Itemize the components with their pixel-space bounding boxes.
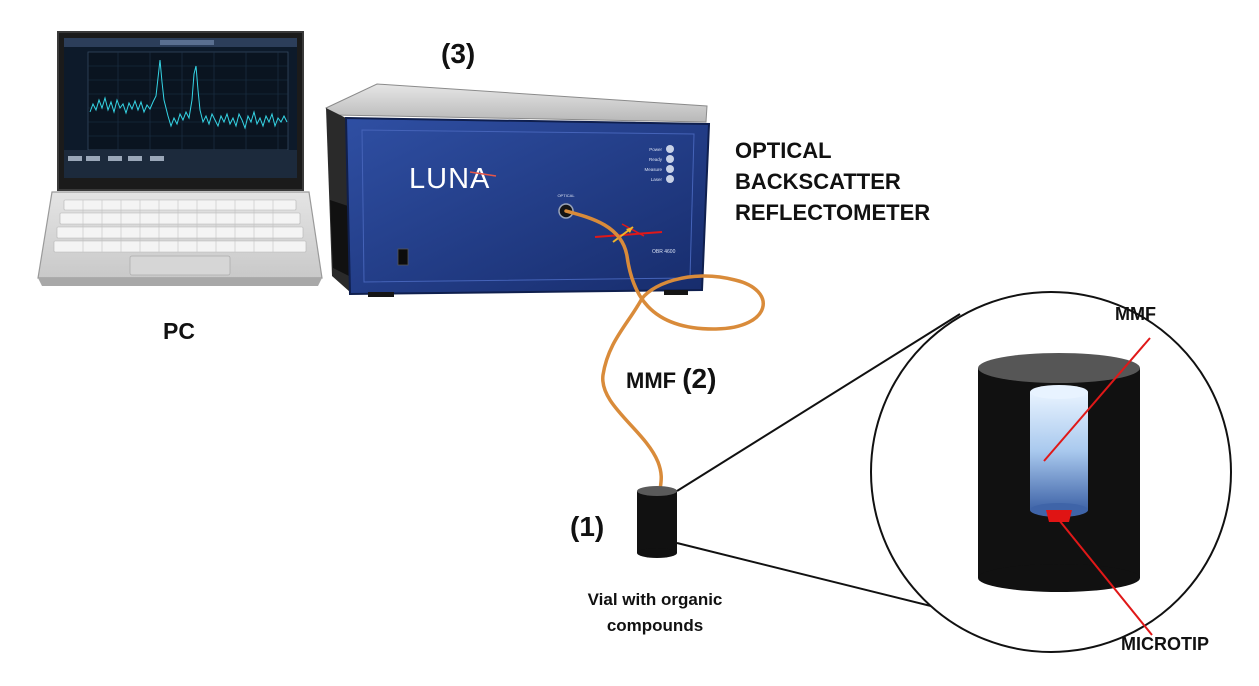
- vial-caption-line2: compounds: [606, 616, 704, 635]
- status-leds: Power Ready Measure Laser: [644, 145, 674, 183]
- zoom-fiber-core: [1030, 392, 1088, 510]
- vial: [637, 486, 677, 558]
- obr-title: OPTICAL BACKSCATTER REFLECTOMETER: [735, 135, 930, 228]
- power-switch: [397, 248, 409, 266]
- pc-label: PC: [163, 318, 195, 344]
- svg-text:Laser: Laser: [651, 177, 663, 182]
- vial-caption-line1: Vial with organic: [587, 590, 723, 609]
- zoom-detail: [870, 291, 1232, 653]
- zoom-line-bottom: [676, 542, 956, 613]
- vial-number-label: (1): [570, 511, 605, 542]
- obr-brand: LUNA: [409, 163, 490, 195]
- microtip-pointer: [1058, 519, 1153, 636]
- obr-title-line3: REFLECTOMETER: [735, 200, 931, 225]
- screen-trace: [89, 59, 288, 130]
- zoom-line-top: [676, 313, 961, 492]
- svg-text:Power: Power: [649, 147, 662, 152]
- svg-text:Ready: Ready: [649, 157, 663, 162]
- obr-number-label: (3): [441, 38, 476, 69]
- mmf-fiber-label: MMF (2): [626, 363, 716, 395]
- svg-text:OPTICAL: OPTICAL: [557, 193, 575, 198]
- obr-front-panel: [344, 116, 711, 296]
- microtip-shape: [1046, 510, 1072, 522]
- laptop: [37, 31, 323, 286]
- mmf-fiber-text: MMF: [626, 368, 677, 393]
- obr-model: OBR 4600: [652, 249, 676, 255]
- vial-caption: Vial with organic compounds: [560, 587, 750, 639]
- mmf-number: (2): [682, 363, 717, 394]
- touchpad: [129, 255, 231, 276]
- svg-text:Measure: Measure: [644, 167, 662, 172]
- obr-title-line2: BACKSCATTER: [735, 169, 901, 194]
- obr-title-line1: OPTICAL: [735, 138, 832, 163]
- zoom-microtip-label: MICROTIP: [1121, 634, 1209, 654]
- mmf-pointer: [1043, 337, 1151, 462]
- optical-fiber: [564, 209, 765, 492]
- obr-instrument: LUNA Power Ready Measure Laser OPTICAL O…: [325, 83, 711, 297]
- zoom-mmf-label: MMF: [1115, 304, 1156, 324]
